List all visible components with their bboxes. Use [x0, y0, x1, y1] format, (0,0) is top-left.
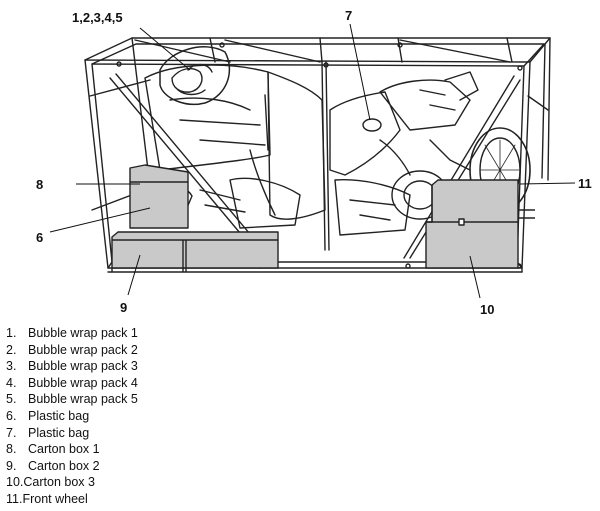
legend-number: 6. — [6, 408, 17, 423]
legend-item: 1. Bubble wrap pack 1 — [6, 325, 138, 342]
carton-box-2 — [111, 231, 279, 272]
legend-item: 11.Front wheel — [6, 491, 138, 508]
legend-item: 7. Plastic bag — [6, 425, 138, 442]
legend-label: Bubble wrap pack 4 — [28, 375, 138, 390]
legend-item: 8. Carton box 1 — [6, 441, 138, 458]
legend-number: 4. — [6, 375, 17, 390]
legend-label: Plastic bag — [28, 425, 90, 440]
plastic-bag-7 — [362, 118, 382, 132]
legend-item: 10.Carton box 3 — [6, 474, 138, 491]
bubble-wrap-pack — [159, 46, 231, 105]
carton-box-1 — [129, 164, 189, 229]
legend-number: 10. — [6, 475, 24, 490]
callout-11: 11 — [578, 176, 592, 191]
legend-item: 6. Plastic bag — [6, 408, 138, 425]
legend-label: Plastic bag — [28, 408, 90, 423]
legend-label: Bubble wrap pack 2 — [28, 342, 138, 357]
legend-item: 5. Bubble wrap pack 5 — [6, 391, 138, 408]
legend-number: 7. — [6, 425, 17, 440]
legend-item: 4. Bubble wrap pack 4 — [6, 375, 138, 392]
parts-legend: 1. Bubble wrap pack 1 2. Bubble wrap pack … — [6, 325, 138, 508]
legend-item: 9. Carton box 2 — [6, 458, 138, 475]
callout-7: 7 — [345, 8, 352, 23]
callout-10: 10 — [480, 302, 494, 317]
crate-diagram: 1,2,3,4,5 7 8 6 11 9 10 — [36, 8, 592, 317]
legend-item: 2. Bubble wrap pack 2 — [6, 342, 138, 359]
callout-9: 9 — [120, 300, 127, 315]
callout-6: 6 — [36, 230, 43, 245]
legend-item: 3. Bubble wrap pack 3 — [6, 358, 138, 375]
carton-box-3 — [425, 179, 535, 269]
legend-label: Bubble wrap pack 3 — [28, 359, 138, 374]
legend-number: 11. — [6, 491, 23, 506]
legend-number: 8. — [6, 442, 17, 457]
crate-frame — [84, 37, 551, 273]
legend-label: Bubble wrap pack 5 — [28, 392, 138, 407]
callout-1-5: 1,2,3,4,5 — [72, 10, 123, 25]
legend-number: 9. — [6, 458, 17, 473]
legend-label: Carton box 2 — [28, 458, 100, 473]
legend-number: 3. — [6, 359, 17, 374]
legend-number: 1. — [6, 326, 17, 340]
legend-number: 2. — [6, 342, 17, 357]
legend-label: Bubble wrap pack 1 — [28, 326, 138, 340]
legend-label: Carton box 3 — [23, 475, 95, 490]
legend-label: Carton box 1 — [28, 442, 100, 457]
legend-number: 5. — [6, 392, 17, 407]
legend-label: Front wheel — [22, 491, 88, 506]
callout-8: 8 — [36, 177, 43, 192]
